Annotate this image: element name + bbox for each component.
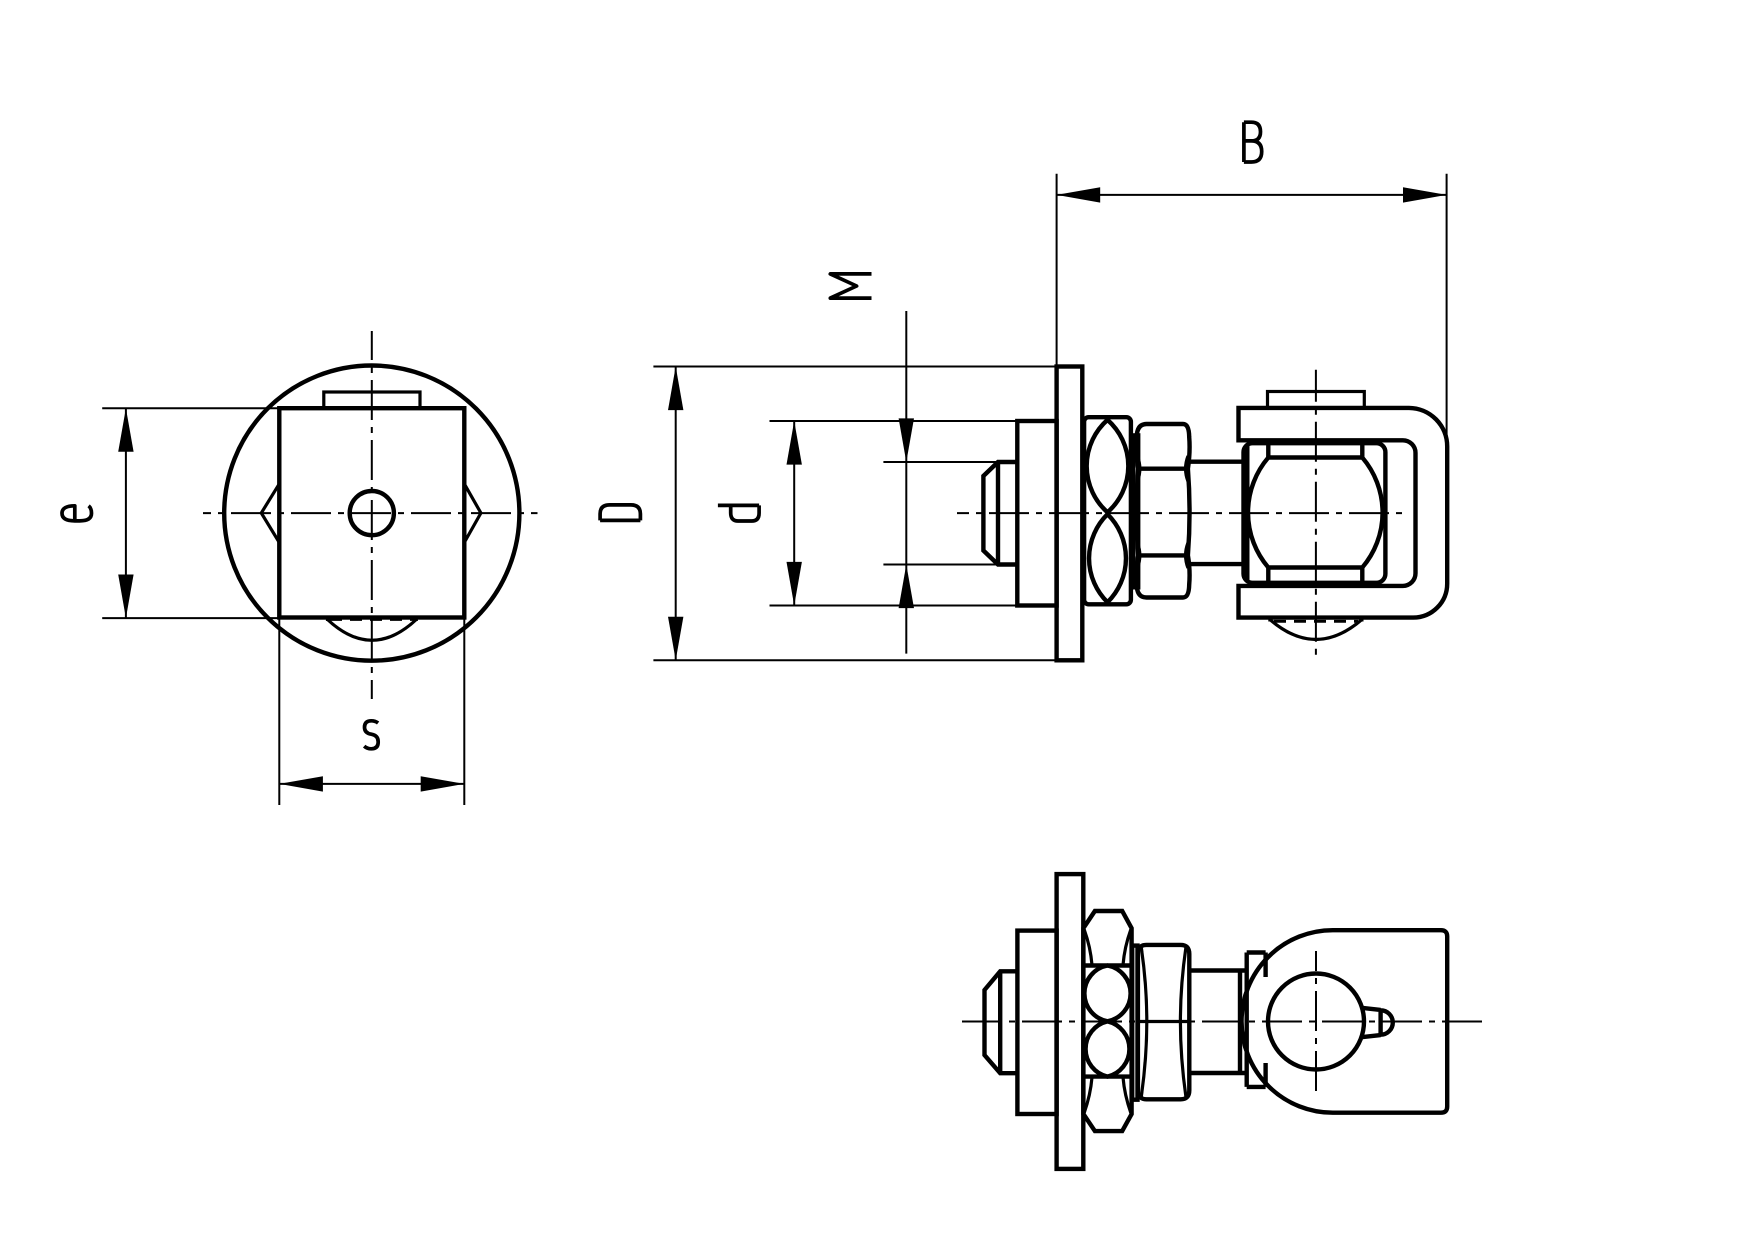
dim-d-arrow-down — [786, 561, 802, 606]
dim-B-arrow-right — [1403, 187, 1447, 203]
dim-M-arrow-up — [898, 564, 914, 609]
dim-S-arrow-right — [420, 776, 465, 792]
side-pivot-barrel-edges — [1266, 443, 1365, 583]
plan-eye-outline — [1239, 928, 1450, 1115]
front-view — [203, 331, 538, 699]
side-hex-nut2-outline — [1134, 421, 1192, 600]
dim-D-arrow-up — [668, 366, 684, 411]
plan-collar — [1244, 950, 1268, 1090]
plan-threaded-rod — [1189, 968, 1247, 1076]
dim-d-arrow-up — [786, 421, 802, 465]
plan-hex-nut1-chamfer-arcs — [1082, 928, 1133, 1114]
plan-hex-nut1-lower-facet — [1083, 1019, 1132, 1079]
dimension-e: e — [60, 407, 278, 620]
dim-M-arrow-down — [898, 418, 914, 462]
dimension-S: S — [278, 618, 466, 805]
dim-D-label — [598, 503, 643, 523]
side-threaded-rod — [1188, 459, 1244, 567]
dimension-d: d — [717, 420, 1018, 607]
round-plate-outline — [221, 363, 522, 663]
dim-e-arrow-up — [118, 408, 134, 452]
front-center-hole — [347, 488, 397, 538]
plan-view — [962, 871, 1483, 1172]
side-u-bracket — [1236, 405, 1450, 620]
plan-hex-nut2-outline — [1135, 942, 1192, 1102]
side-view — [957, 364, 1450, 663]
dim-D-arrow-down — [668, 616, 684, 661]
plan-grease-nipple — [1362, 1005, 1395, 1040]
dimension-B: B — [1055, 120, 1448, 447]
dim-S-arrow-left — [279, 776, 323, 792]
front-bracket-outline — [277, 406, 467, 620]
front-bottom-tab-arc — [325, 617, 418, 642]
front-right-chevron — [462, 483, 483, 544]
dim-d-label — [717, 503, 761, 523]
dim-M-label — [828, 272, 872, 300]
dimension-M: M — [828, 272, 1018, 654]
dim-B-arrow-left — [1056, 187, 1101, 203]
dimension-D: D — [598, 365, 1057, 662]
side-hex-nut2-chamfer-arcs — [1135, 455, 1190, 569]
front-left-chevron — [259, 482, 281, 544]
dim-B-label — [1242, 120, 1264, 164]
dim-e-label — [60, 503, 94, 523]
side-hex-nut2-facet-lines — [1138, 466, 1188, 558]
dim-S-label — [362, 718, 381, 751]
side-hex-nut1-lower-facet — [1086, 511, 1129, 606]
dim-e-arrow-down — [118, 574, 134, 619]
